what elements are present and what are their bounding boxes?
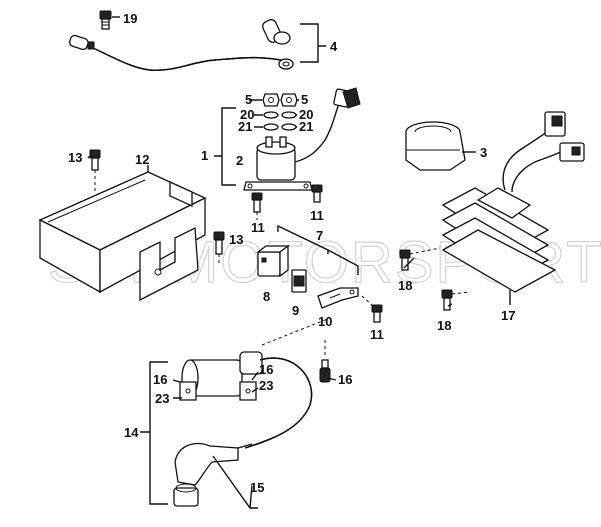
callout-13-mid: 13 [229,232,243,247]
callout-3: 3 [480,145,487,160]
callout-21-left: 21 [238,119,252,134]
callout-18-bottom: 18 [437,318,451,333]
callout-15: 15 [250,480,264,495]
callout-11-left: 11 [251,220,265,235]
regulator-17 [441,111,585,305]
callout-1: 1 [201,148,208,163]
callout-18-top: 18 [398,278,412,293]
nut-5-left [262,93,280,107]
screw-11-a [251,192,263,220]
callout-12: 12 [135,152,149,167]
callout-14: 14 [124,425,139,440]
ignition-coil-assembly [140,317,331,509]
bolt-13-a [89,149,101,192]
callout-2: 2 [236,153,243,168]
screw-11-b [311,184,323,203]
callout-5-left: 5 [245,92,252,107]
callout-16-mid: 16 [259,362,273,377]
bracket-group [256,224,359,309]
battery-cable-4 [68,19,326,71]
bolt-13-b [213,231,225,266]
callout-20-left: 20 [240,107,254,122]
callout-9: 9 [292,303,299,318]
rubber-mount-3 [405,121,476,171]
starter-relay-assembly [214,87,361,191]
bolt-18-a [399,247,441,271]
callout-8: 8 [263,289,270,304]
callout-19: 19 [123,11,137,26]
callout-7: 7 [316,228,323,243]
callout-16-left: 16 [153,372,167,387]
callout-11-mid: 11 [310,208,324,223]
callout-16-right: 16 [338,372,352,387]
callout-21-right: 21 [299,119,313,134]
callout-13-top: 13 [68,150,82,165]
callout-17: 17 [501,308,515,323]
bolt-18-b [441,289,471,311]
screw-11-c [361,295,383,323]
callout-5-right: 5 [301,92,308,107]
nut-5-right [280,93,298,107]
callout-23-left: 23 [155,391,169,406]
callout-23-right: 23 [259,378,273,393]
bolt-19 [99,10,120,30]
callout-4: 4 [330,39,338,54]
callout-10: 10 [318,314,332,329]
cdi-unit-12 [38,165,207,302]
callout-20-right: 20 [299,107,313,122]
callout-11-right: 11 [370,327,384,342]
